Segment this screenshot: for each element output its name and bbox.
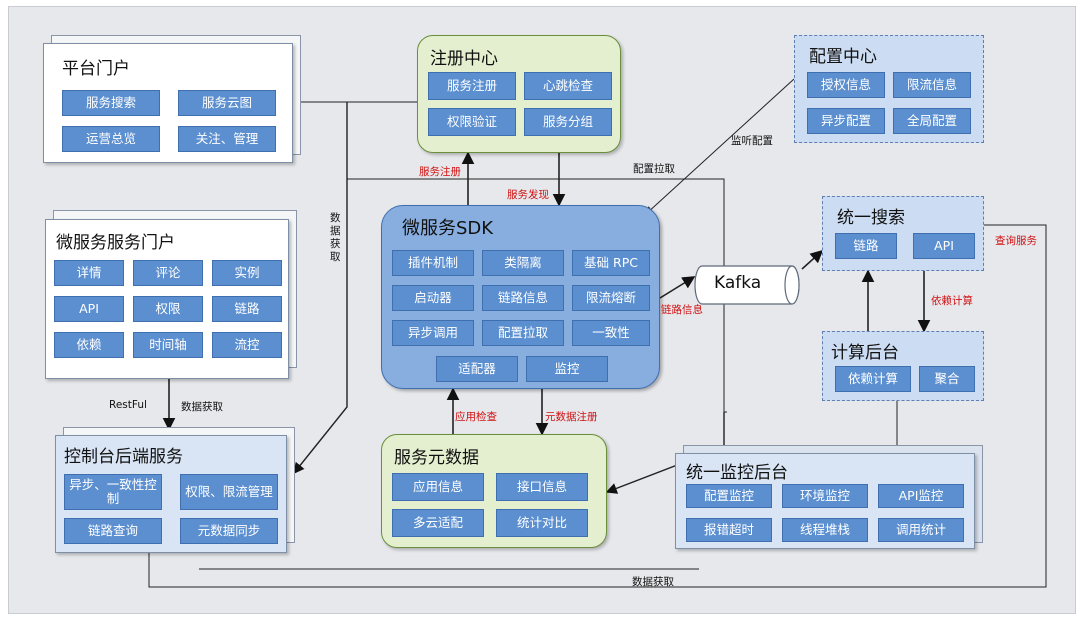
unified-monitor: 统一监控后台 配置监控 环境监控 API监控 报错超时 线程堆栈 调用统计 <box>675 453 975 549</box>
config-center: 配置中心 授权信息 限流信息 异步配置 全局配置 <box>794 35 984 143</box>
tile-detail[interactable]: 详情 <box>54 260 124 286</box>
tile-timeline[interactable]: 时间轴 <box>133 332 203 358</box>
edge-query-service <box>148 224 1047 588</box>
tile-starter[interactable]: 启动器 <box>392 285 474 311</box>
edge-data-fetch-vertical <box>293 102 348 475</box>
tile-auth-info[interactable]: 授权信息 <box>807 72 885 98</box>
tile-async-call[interactable]: 异步调用 <box>392 320 474 346</box>
tile-async-config[interactable]: 异步配置 <box>807 108 885 134</box>
diagram-canvas: 平台门户 服务搜索 服务云图 运营总览 关注、管理 微服务服务门户 详情 评论 … <box>8 6 1076 614</box>
tile-call-stats[interactable]: 调用统计 <box>878 518 964 542</box>
tile-adapter[interactable]: 适配器 <box>436 356 518 382</box>
label-service-register: 服务注册 <box>419 166 461 178</box>
kafka-label: Kafka <box>714 273 762 293</box>
tile-ops-overview[interactable]: 运营总览 <box>62 126 160 152</box>
tile-app-info[interactable]: 应用信息 <box>392 473 484 501</box>
label-listen-config: 监听配置 <box>731 135 773 147</box>
tile-stats-compare[interactable]: 统计对比 <box>496 509 588 537</box>
tile-service-search[interactable]: 服务搜索 <box>62 90 160 116</box>
edge-listen-config <box>645 78 795 215</box>
platform-portal-title: 平台门户 <box>62 59 130 79</box>
console-title: 控制台后端服务 <box>64 447 183 467</box>
service-metadata: 服务元数据 应用信息 接口信息 多云适配 统计对比 <box>381 434 607 548</box>
tile-env-monitor[interactable]: 环境监控 <box>782 484 868 508</box>
tile-circuit-breaker[interactable]: 限流熔断 <box>572 285 650 311</box>
tile-permission-ratelimit[interactable]: 权限、限流管理 <box>180 474 278 510</box>
tile-error-timeout[interactable]: 报错超时 <box>686 518 772 542</box>
tile-instance[interactable]: 实例 <box>212 260 282 286</box>
tile-heartbeat[interactable]: 心跳检查 <box>524 72 612 100</box>
compute-backend: 计算后台 依赖计算 聚合 <box>822 331 984 401</box>
tile-service-register[interactable]: 服务注册 <box>428 72 516 100</box>
sdk-title: 微服务SDK <box>402 218 494 239</box>
tile-trace-info[interactable]: 链路信息 <box>482 285 564 311</box>
tile-aggregate[interactable]: 聚合 <box>919 366 975 392</box>
registry-title: 注册中心 <box>430 49 498 69</box>
tile-api[interactable]: API <box>54 296 124 322</box>
label-app-check: 应用检查 <box>455 411 497 423</box>
tile-flow-control[interactable]: 流控 <box>212 332 282 358</box>
ms-portal: 微服务服务门户 详情 评论 实例 API 权限 链路 依赖 时间轴 流控 <box>45 219 289 379</box>
ms-portal-title: 微服务服务门户 <box>56 233 175 253</box>
label-data-fetch: 数据获取 <box>181 401 223 413</box>
tile-follow-manage[interactable]: 关注、管理 <box>178 126 276 152</box>
tile-thread-stack[interactable]: 线程堆栈 <box>782 518 868 542</box>
tile-trace[interactable]: 链路 <box>212 296 282 322</box>
tile-ratelimit-info[interactable]: 限流信息 <box>893 72 971 98</box>
label-metadata-register: 元数据注册 <box>545 411 598 423</box>
tile-metadata-sync[interactable]: 元数据同步 <box>180 518 278 544</box>
tile-dependency[interactable]: 依赖 <box>54 332 124 358</box>
label-dependency-compute: 依赖计算 <box>931 295 973 307</box>
label-query-service: 查询服务 <box>995 235 1037 247</box>
tile-multicloud-adapt[interactable]: 多云适配 <box>392 509 484 537</box>
tile-consistency[interactable]: 一致性 <box>572 320 650 346</box>
label-data-fetch-vertical: 数据获取 <box>330 212 341 263</box>
tile-basic-rpc[interactable]: 基础 RPC <box>572 250 650 276</box>
tile-global-config[interactable]: 全局配置 <box>893 108 971 134</box>
tile-config-monitor[interactable]: 配置监控 <box>686 484 772 508</box>
console-backend: 控制台后端服务 异步、一致性控制 权限、限流管理 链路查询 元数据同步 <box>55 435 287 553</box>
tile-permission-verify[interactable]: 权限验证 <box>428 108 516 136</box>
tile-comment[interactable]: 评论 <box>133 260 203 286</box>
microservice-sdk: 微服务SDK 插件机制 类隔离 基础 RPC 启动器 链路信息 限流熔断 异步调… <box>381 205 660 389</box>
tile-dependency-compute[interactable]: 依赖计算 <box>835 366 911 392</box>
registry-center: 注册中心 服务注册 心跳检查 权限验证 服务分组 <box>417 35 621 153</box>
platform-portal: 平台门户 服务搜索 服务云图 运营总览 关注、管理 <box>43 43 293 163</box>
tile-service-cloud-map[interactable]: 服务云图 <box>178 90 276 116</box>
edge-trace-info <box>659 276 696 299</box>
compute-title: 计算后台 <box>831 343 899 363</box>
tile-async-consistency[interactable]: 异步、一致性控制 <box>64 474 162 510</box>
tile-config-pull[interactable]: 配置拉取 <box>482 320 564 346</box>
metadata-title: 服务元数据 <box>394 448 479 468</box>
label-data-fetch-bottom: 数据获取 <box>632 576 674 588</box>
tile-monitor[interactable]: 监控 <box>526 356 608 382</box>
tile-api-monitor[interactable]: API监控 <box>878 484 964 508</box>
tile-service-group[interactable]: 服务分组 <box>524 108 612 136</box>
tile-permission[interactable]: 权限 <box>133 296 203 322</box>
tile-plugin[interactable]: 插件机制 <box>392 250 474 276</box>
unified-search: 统一搜索 链路 API <box>822 196 984 271</box>
kafka-cylinder <box>694 265 800 305</box>
tile-trace-query[interactable]: 链路查询 <box>64 518 162 544</box>
tile-class-isolation[interactable]: 类隔离 <box>482 250 564 276</box>
search-title: 统一搜索 <box>837 208 905 228</box>
tile-search-api[interactable]: API <box>913 233 975 259</box>
label-config-pull: 配置拉取 <box>633 163 675 175</box>
tile-interface-info[interactable]: 接口信息 <box>496 473 588 501</box>
label-restful: RestFul <box>109 399 147 411</box>
label-service-discovery: 服务发现 <box>507 189 549 201</box>
label-trace-info: 链路信息 <box>661 304 703 316</box>
monitor-title: 统一监控后台 <box>686 463 788 483</box>
config-title: 配置中心 <box>809 47 877 67</box>
tile-search-trace[interactable]: 链路 <box>835 233 897 259</box>
